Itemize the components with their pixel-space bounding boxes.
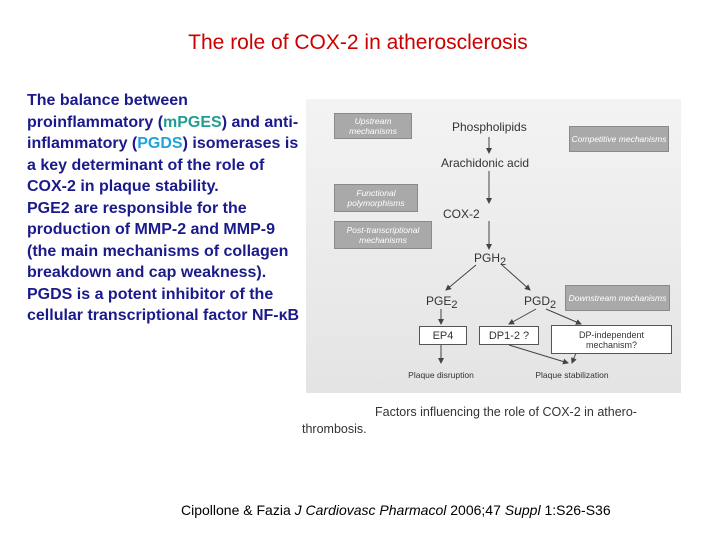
plaque-disruption-label: Plaque disruption: [408, 370, 474, 380]
arrow-pgd2-to-dp-independent: [545, 308, 582, 325]
functional-polymorphisms-box: Functional polymorphisms: [334, 184, 418, 212]
pgh2-node: PGH2: [474, 251, 506, 269]
arachidonic-acid-node: Arachidonic acid: [441, 156, 530, 170]
figure-caption: Factors influencing the role of COX-2 in…: [302, 404, 692, 438]
citation-suppl: Suppl: [504, 502, 541, 518]
citation-journal: J Cardiovasc Pharmacol: [294, 502, 447, 518]
competitive-mechanisms-box: Competitive mechanisms: [569, 126, 669, 152]
dp-receptor-box: DP1-2 ?: [479, 326, 539, 345]
ep4-box: EP4: [419, 326, 467, 345]
slide-title: The role of COX-2 in atherosclerosis: [188, 31, 528, 54]
citation-pages: 1:S26-S36: [540, 502, 611, 518]
paragraph-isomerase-balance: The balance between proinflammatory (mPG…: [27, 90, 302, 198]
arrow-pgh2-to-pgd2: [501, 264, 531, 291]
body-text: The balance between proinflammatory (mPG…: [27, 90, 302, 327]
downstream-mechanisms-box: Downstream mechanisms: [565, 285, 670, 311]
citation: Cipollone & Fazia J Cardiovasc Pharmacol…: [181, 502, 701, 518]
phospholipids-node: Phospholipids: [452, 120, 527, 134]
kappa-symbol: κ: [278, 307, 288, 324]
arrow-pgd2-to-dp: [508, 308, 537, 325]
subscript: 2: [451, 299, 458, 311]
text-fragment: PGDS is a potent inhibitor of the cellul…: [27, 285, 279, 325]
mpges-highlight: mPGES: [163, 113, 222, 131]
citation-authors: Cipollone & Fazia: [181, 502, 295, 518]
arrow-dp-to-stabilization: [508, 344, 569, 365]
upstream-mechanisms-box: Upstream mechanisms: [334, 113, 412, 139]
post-transcriptional-mechanisms-box: Post-transcriptional mechanisms: [334, 221, 432, 249]
caption-text: Factors influencing the role of COX-2 in…: [302, 405, 637, 436]
citation-details: 2006;47: [446, 502, 505, 518]
text-fragment: ) isomerases is a key determinant of the…: [27, 135, 299, 195]
subscript: 2: [550, 299, 557, 311]
cox2-node: COX-2: [443, 207, 480, 221]
arrow-pgh2-to-pge2: [445, 264, 477, 291]
pge2-node: PGE2: [426, 294, 457, 312]
arrow-dp-independent-to-stabilization: [571, 352, 577, 364]
paragraph-pge2-mmp: PGE2 are responsible for the production …: [27, 199, 289, 282]
cox2-pathway-figure: Upstream mechanisms Competitive mechanis…: [306, 99, 681, 393]
text-fragment: ) and anti-inflammatory (: [27, 113, 299, 153]
pgd2-node: PGD2: [524, 294, 556, 312]
pgh-label: PGH: [474, 251, 501, 265]
pge-label: PGE: [426, 294, 452, 308]
pathway-arrows: [438, 137, 582, 365]
text-fragment: B: [287, 307, 300, 324]
plaque-stabilization-label: Plaque stabilization: [535, 370, 609, 380]
paragraph-pgds-nfkb: PGDS is a potent inhibitor of the cellul…: [27, 284, 302, 327]
pgds-highlight: PGDS: [137, 135, 183, 152]
text-fragment: The balance between proinflammatory (: [27, 92, 188, 131]
dp-independent-box: DP-independent mechanism?: [551, 325, 672, 354]
subscript: 2: [500, 256, 507, 268]
pgd-label: PGD: [524, 294, 551, 308]
